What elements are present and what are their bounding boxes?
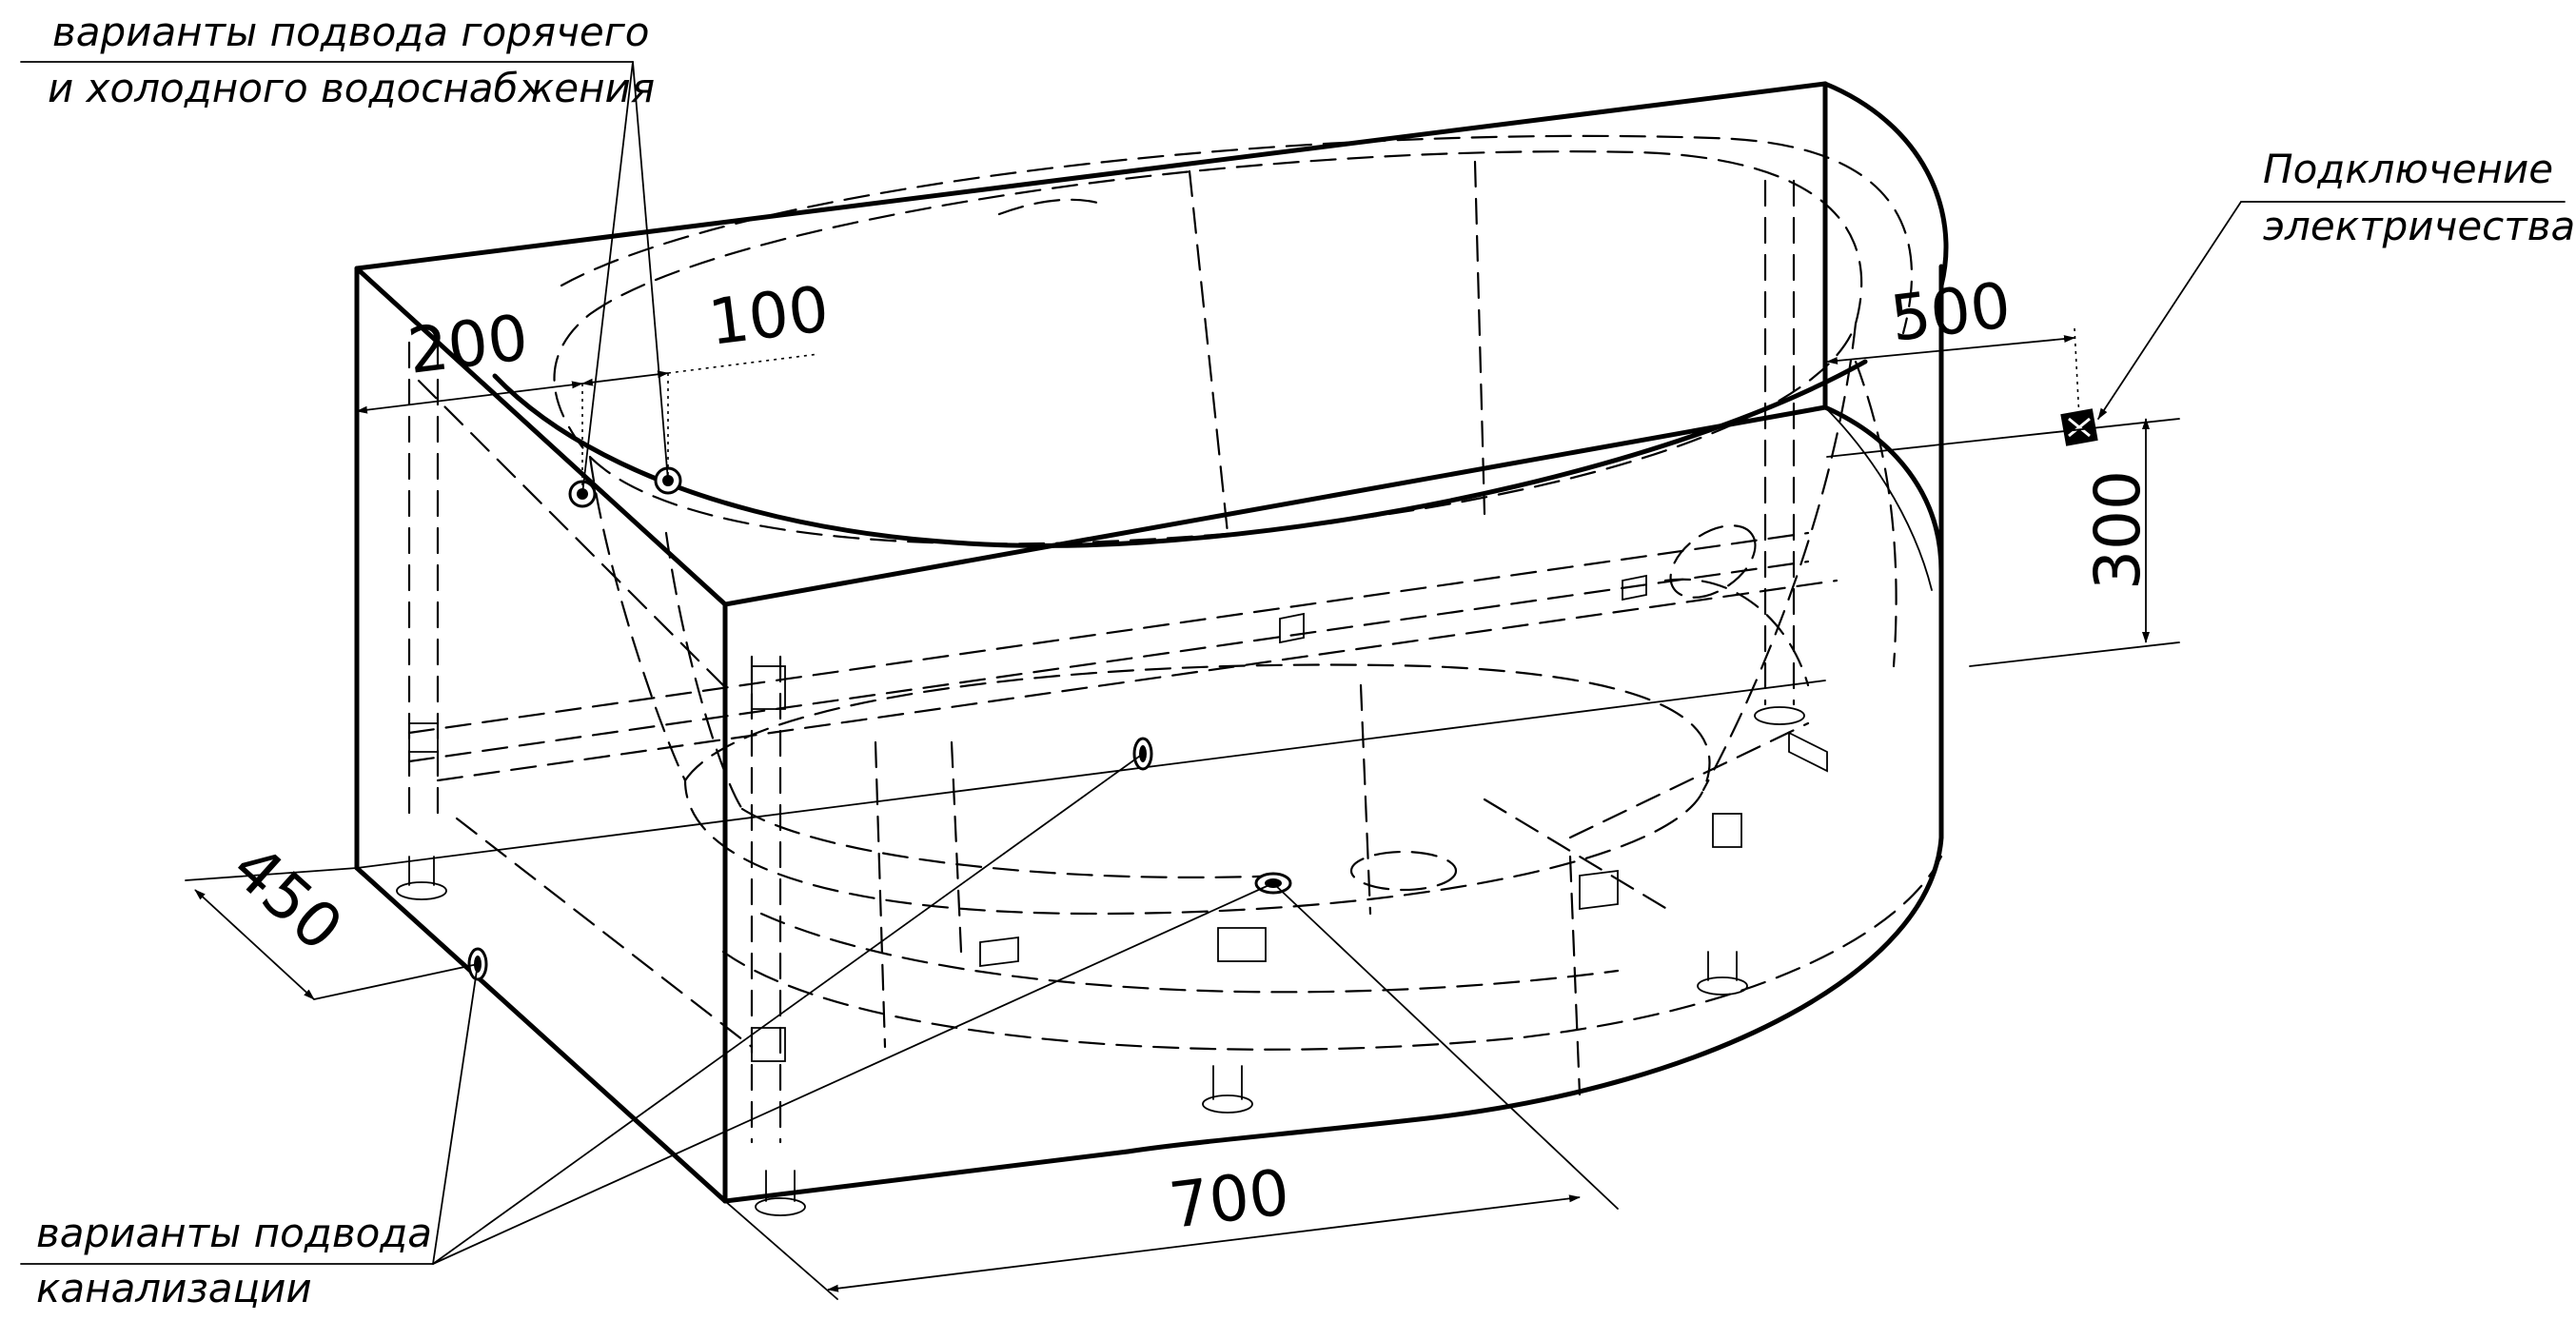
drain-label-2: канализации (36, 1265, 312, 1311)
leader-lines (20, 61, 2566, 1265)
drain-label-1: варианты подвода (36, 1210, 432, 1256)
hot-cold-supply-label-2: и холодного водоснабжения (48, 65, 655, 111)
annotation-labels: варианты подвода горячего и холодного во… (36, 9, 2575, 1311)
dimension-values: 200 100 500 300 450 700 (218, 268, 2154, 1243)
dimension-lines (185, 327, 2180, 1300)
electricity-label-2: электричества (2263, 203, 2575, 249)
hot-cold-supply-label-1: варианты подвода горячего (52, 9, 650, 55)
connection-points (467, 408, 2098, 981)
electrical-socket-icon (2060, 408, 2098, 446)
dimension-700: 700 (1166, 1155, 1293, 1243)
electricity-label-1: Подключение (2263, 146, 2553, 192)
mounting-brackets (408, 574, 1828, 1062)
dimension-200: 200 (404, 301, 532, 388)
dimension-100: 100 (705, 272, 833, 360)
dimension-300: 300 (2081, 470, 2154, 590)
dimension-500: 500 (1887, 268, 2015, 356)
hidden-lines (407, 134, 1943, 1144)
dimension-450: 450 (218, 831, 356, 966)
visible-outline (354, 81, 1949, 1204)
leg-feet (396, 706, 1805, 1216)
